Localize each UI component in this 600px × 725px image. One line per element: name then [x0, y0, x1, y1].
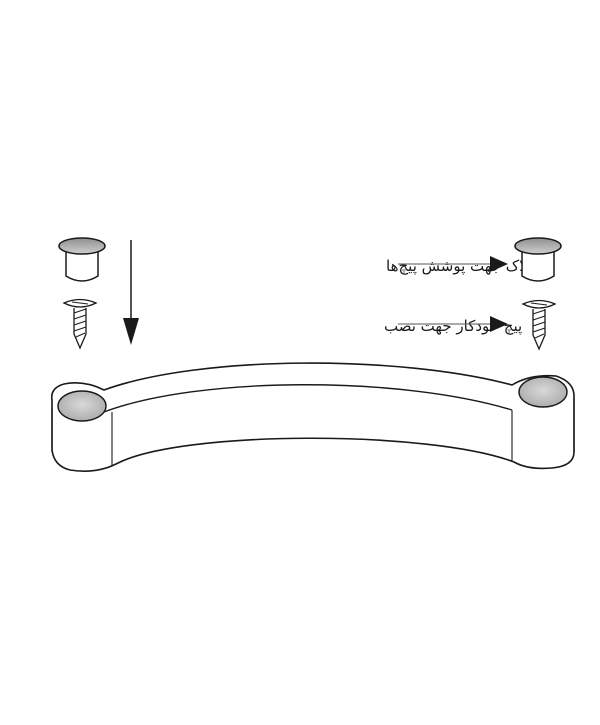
left-mounting-hole	[57, 390, 107, 422]
cabinet-handle-illustration	[50, 362, 575, 472]
down-arrow-icon	[123, 240, 139, 345]
left-screw-icon	[62, 298, 98, 350]
right-mounting-hole	[518, 376, 568, 408]
screw-pointer-arrow-icon	[398, 316, 508, 332]
cap-label: پلاک جهت پوشش پیچ‌ها	[386, 257, 532, 276]
right-cap-icon	[514, 237, 562, 282]
left-cap-icon	[58, 237, 106, 282]
screw-label: پیچ خودکار جهت نصب	[384, 317, 522, 336]
cap-pointer-arrow-icon	[398, 256, 508, 272]
right-screw-icon	[521, 299, 557, 351]
